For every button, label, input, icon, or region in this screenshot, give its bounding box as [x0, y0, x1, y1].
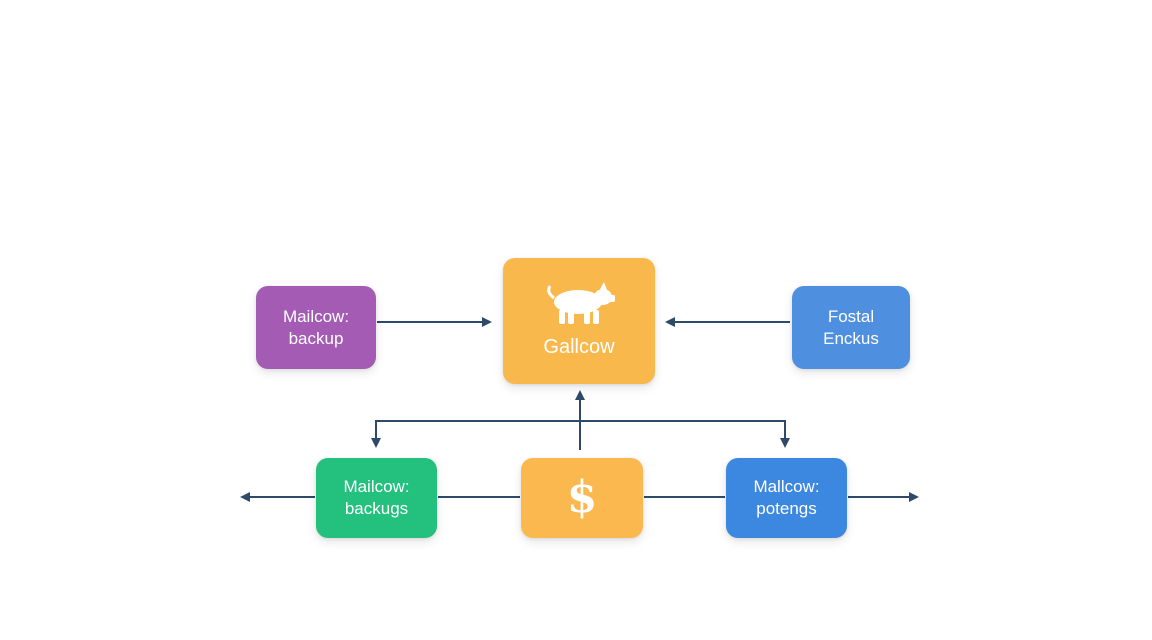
node-label-line2: Enckus [823, 328, 879, 348]
node-mailcow-backugs[interactable]: Mailcow: backugs [316, 458, 437, 538]
node-gallcow[interactable]: Gallcow [503, 258, 655, 384]
node-money[interactable]: $ [521, 458, 643, 538]
dollar-icon: $ [566, 472, 598, 523]
node-label: Gallcow [543, 336, 615, 358]
node-label-line1: Mailcow: [282, 306, 350, 326]
node-label-line2: potengs [756, 499, 817, 518]
node-fostal-enckus[interactable]: Fostal Enckus [792, 286, 910, 369]
node-mailcow-backup[interactable]: Mailcow: backup [256, 286, 376, 369]
node-mallcow-potengs[interactable]: Mallcow: potengs [726, 458, 847, 538]
node-label-line2: backugs [344, 499, 409, 518]
pig-icon [547, 282, 615, 324]
node-label-line2: backup [288, 328, 344, 348]
node-label-line1: Mailcow: [343, 477, 410, 496]
node-label-line1: Fostal [827, 306, 875, 326]
node-label-line1: Mallcow: [753, 477, 820, 496]
